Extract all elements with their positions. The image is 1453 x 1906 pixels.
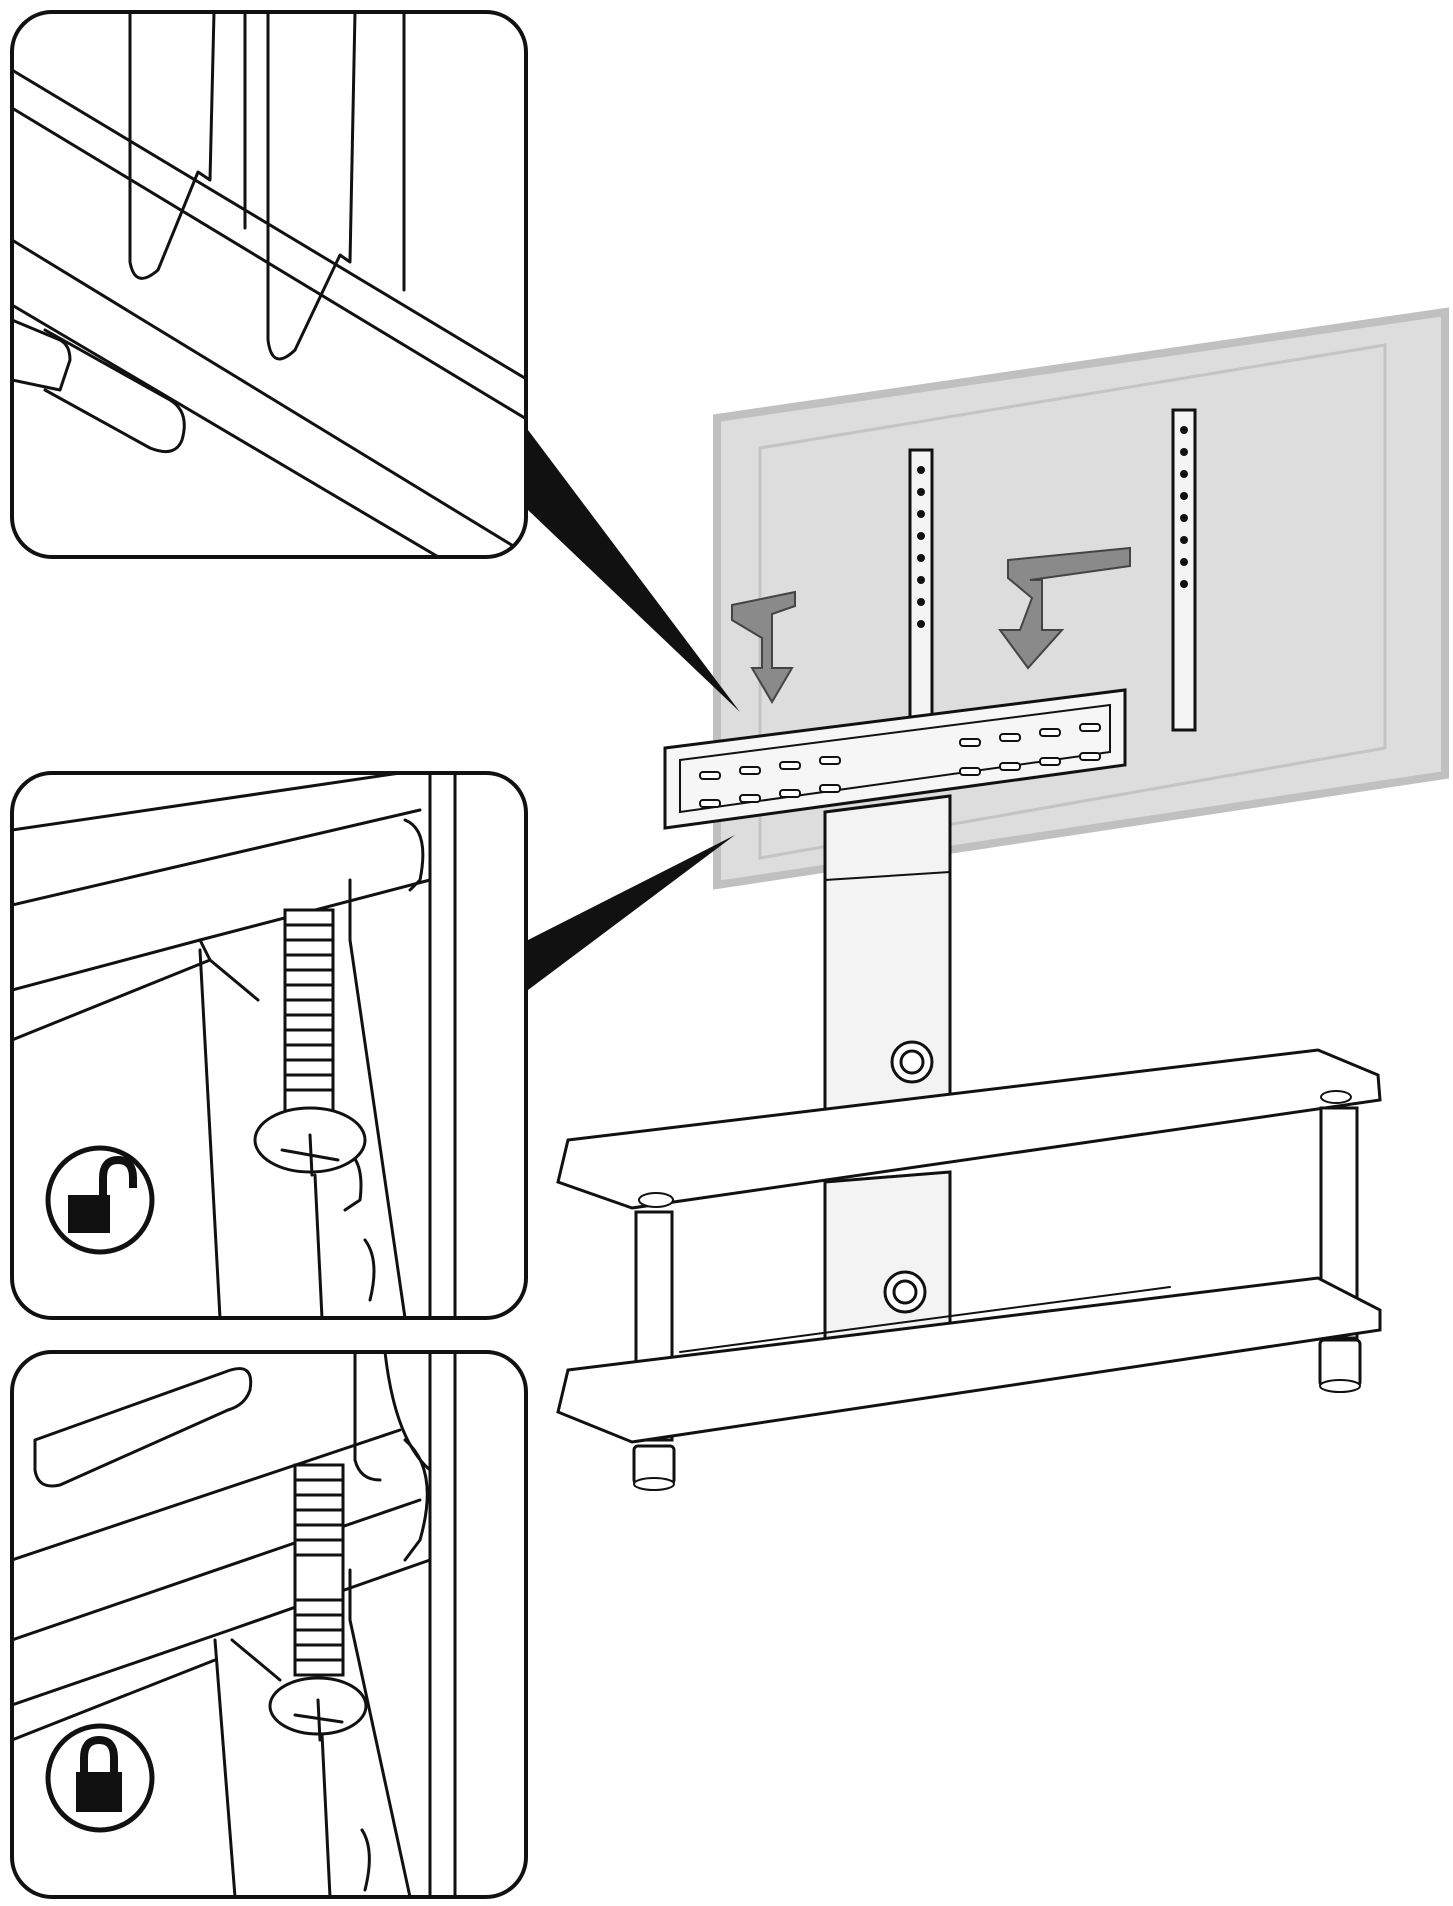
callout-pointer-top <box>528 430 740 712</box>
detail-panel-unlocked <box>10 771 528 1320</box>
tv-stand-main <box>556 307 1449 1491</box>
down-arrow-left <box>731 590 796 704</box>
tv-bracket-left <box>908 448 934 782</box>
stand-column <box>823 794 952 1344</box>
stand-feet <box>632 1338 1362 1491</box>
detail-panel-hooks <box>10 10 528 559</box>
glass-shelf-top <box>556 1048 1382 1210</box>
tv-bracket-right <box>1171 408 1197 732</box>
mounting-rail <box>663 688 1127 830</box>
callout-pointer-middle <box>528 835 735 990</box>
down-arrow-right <box>998 546 1131 670</box>
lock-icon <box>45 1723 155 1833</box>
detail-panel-locked <box>10 1350 528 1899</box>
glass-shelf-bottom <box>556 1276 1382 1444</box>
unlock-icon <box>45 1145 155 1255</box>
